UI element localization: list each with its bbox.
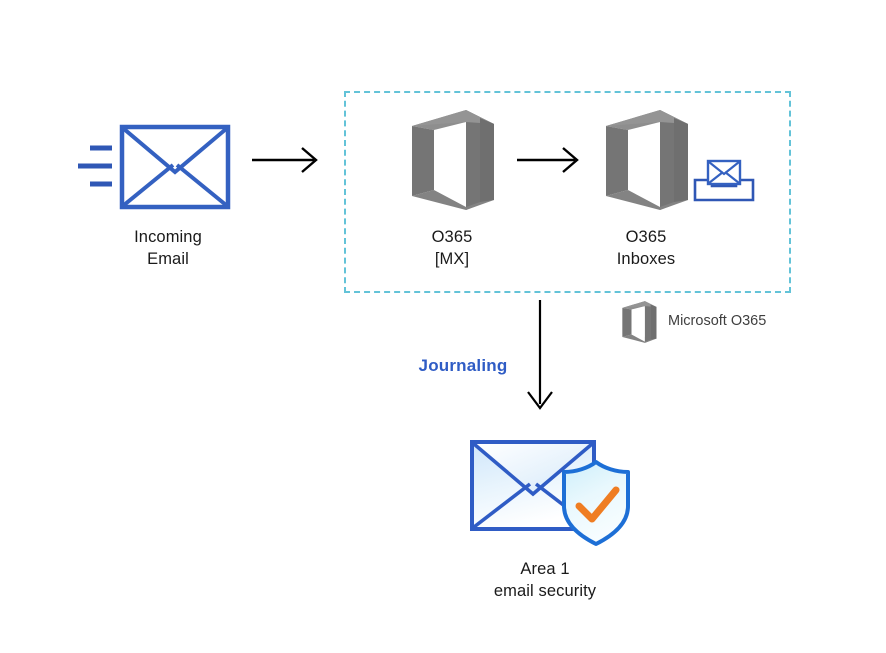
office-365-icon	[622, 301, 657, 343]
microsoft-o365-boundary	[344, 91, 791, 293]
arrow-incoming-to-mx	[252, 146, 324, 174]
o365-inboxes-label: O365 Inboxes	[616, 228, 676, 269]
legend-office-365-icon-wrap	[619, 300, 659, 344]
incoming-email-label: Incoming Email	[134, 228, 202, 269]
shield-check-icon	[562, 460, 630, 546]
journaling-label: Journaling	[418, 356, 508, 375]
office-365-icon	[606, 110, 688, 210]
inbox-tray-icon	[693, 159, 755, 202]
legend-microsoft-o365-label: Microsoft O365	[668, 313, 767, 329]
inbox-tray-node	[692, 156, 756, 204]
office-365-icon	[412, 110, 494, 210]
incoming-email-node	[74, 122, 234, 212]
area1-email-security-node	[468, 434, 634, 548]
arrow-journaling-down	[524, 300, 556, 416]
speed-lines-icon	[78, 145, 112, 187]
o365-inboxes-node	[598, 108, 694, 212]
o365-mx-label: O365 [MX]	[431, 228, 473, 269]
area1-email-security-label: Area 1 email security	[493, 560, 597, 601]
o365-mx-node	[404, 108, 500, 212]
arrow-mx-to-inboxes	[517, 146, 585, 174]
envelope-icon	[78, 124, 231, 210]
shielded-envelope-icon	[470, 440, 630, 546]
